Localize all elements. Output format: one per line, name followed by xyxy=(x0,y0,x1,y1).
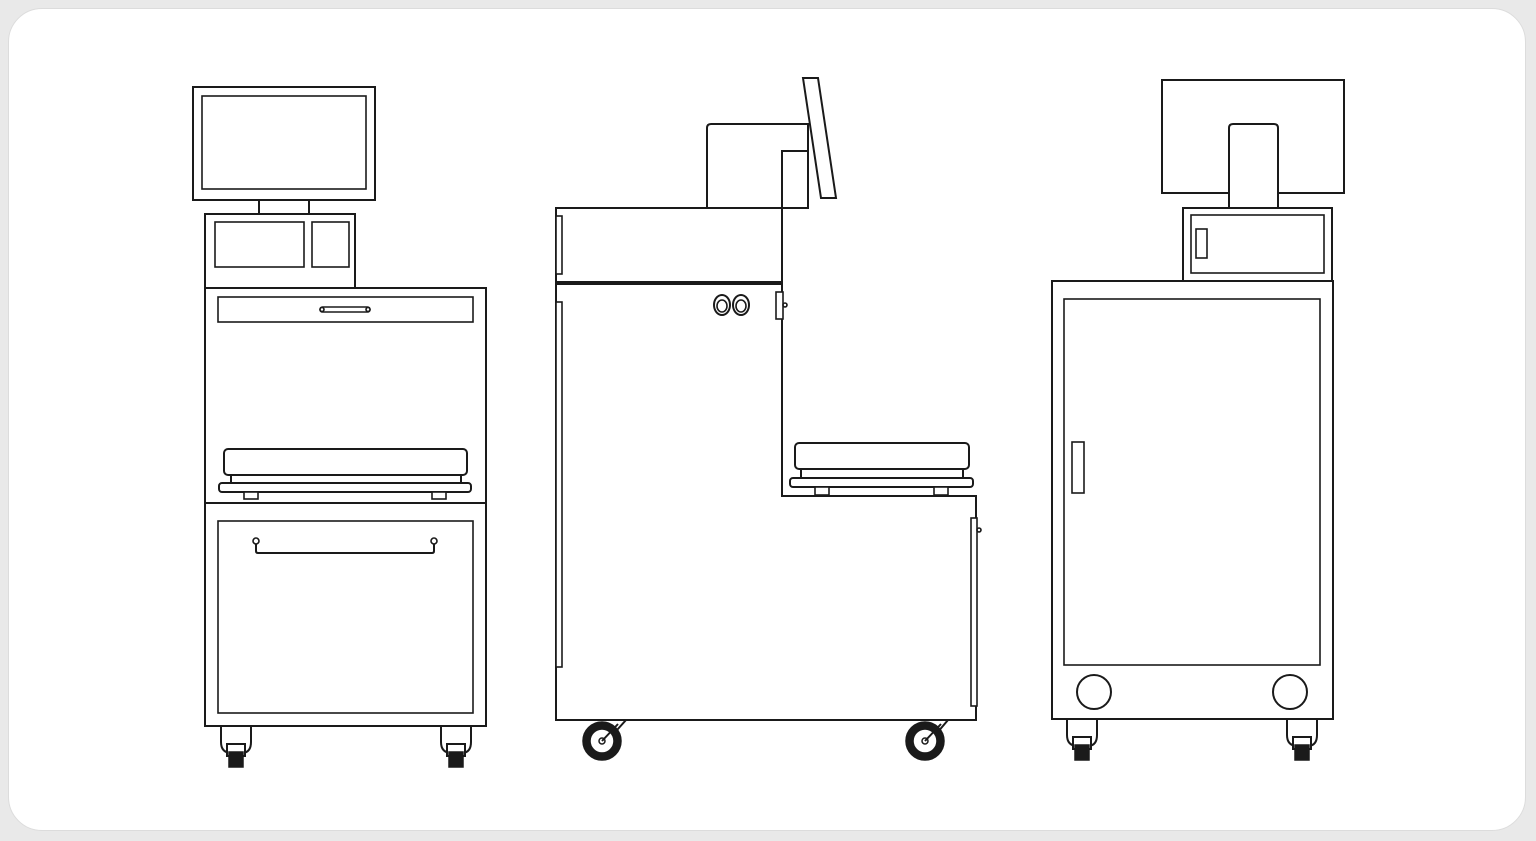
back-monitor-stand xyxy=(1228,123,1279,209)
front-scale-support xyxy=(230,474,462,484)
side-scale-foot-left xyxy=(814,486,830,496)
side-wheel-right xyxy=(905,719,951,761)
back-caster-right xyxy=(1286,720,1318,761)
side-rear-hinge xyxy=(970,517,978,707)
side-scale-pan xyxy=(794,442,970,470)
back-door-handle[interactable] xyxy=(1071,441,1085,494)
side-wheel-left xyxy=(582,719,629,761)
back-connector xyxy=(1195,228,1208,259)
side-latch xyxy=(775,291,784,320)
back-door xyxy=(1063,298,1321,666)
front-monitor-neck xyxy=(258,199,310,215)
side-scale-support xyxy=(800,468,964,479)
side-cabinet-body xyxy=(555,207,977,721)
front-caster-left xyxy=(220,727,252,768)
front-view xyxy=(192,86,487,768)
front-scale-foot-left xyxy=(243,491,259,500)
back-view xyxy=(1051,79,1345,761)
front-drawer-handle xyxy=(319,306,371,313)
front-keypad-window xyxy=(311,221,350,268)
back-vent-right xyxy=(1272,674,1308,710)
front-scale-base xyxy=(218,482,472,493)
front-scale-foot-right xyxy=(431,491,447,500)
side-scale-base xyxy=(789,477,974,488)
back-vent-left xyxy=(1076,674,1112,710)
front-door-handle xyxy=(255,539,435,554)
side-view xyxy=(555,77,982,761)
front-monitor-screen xyxy=(201,95,367,190)
back-caster-left xyxy=(1066,720,1098,761)
front-display-window xyxy=(214,221,305,268)
side-scale-foot-right xyxy=(933,486,949,496)
side-door-hinge xyxy=(555,301,563,668)
front-scale-pan xyxy=(223,448,468,476)
side-top-hinge xyxy=(555,215,563,275)
front-caster-right xyxy=(440,727,472,768)
side-monitor-screen xyxy=(801,77,838,199)
back-control-panel xyxy=(1190,214,1325,274)
side-monitor-bracket xyxy=(781,150,809,209)
